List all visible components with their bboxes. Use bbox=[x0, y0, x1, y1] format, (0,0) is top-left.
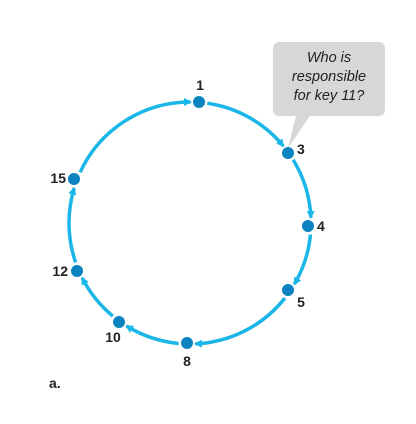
node-1 bbox=[193, 96, 205, 108]
ring-arc-15-to-1 bbox=[78, 97, 193, 174]
node-12 bbox=[71, 265, 83, 277]
ring-arc-1-to-3 bbox=[207, 101, 285, 148]
ring-arc-8-to-10 bbox=[125, 324, 179, 346]
bubble-line-3: for key 11? bbox=[294, 88, 366, 104]
ring-arc-3-to-4 bbox=[291, 158, 315, 220]
node-label-15: 15 bbox=[50, 170, 66, 186]
node-label-12: 12 bbox=[52, 263, 68, 279]
node-label-1: 1 bbox=[196, 77, 204, 93]
ring-arc-4-to-5 bbox=[292, 234, 313, 286]
node-10 bbox=[113, 316, 125, 328]
node-label-4: 4 bbox=[317, 218, 325, 234]
ring-arc-12-to-15 bbox=[67, 186, 78, 263]
node-label-5: 5 bbox=[297, 294, 305, 310]
figure-sublabel: a. bbox=[49, 375, 61, 391]
node-label-10: 10 bbox=[105, 329, 121, 345]
node-8 bbox=[181, 337, 193, 349]
node-5 bbox=[282, 284, 294, 296]
query-bubble: Who is responsible for key 11? bbox=[273, 42, 385, 148]
node-label-8: 8 bbox=[183, 353, 191, 369]
node-3 bbox=[282, 147, 294, 159]
ring-arcs bbox=[67, 97, 315, 348]
ring-nodes bbox=[68, 96, 314, 349]
bubble-shape bbox=[273, 42, 385, 148]
bubble-line-2: responsible bbox=[292, 69, 366, 85]
node-4 bbox=[302, 220, 314, 232]
ring-labels: 1 3 4 5 8 10 12 15 bbox=[50, 77, 325, 369]
ring-arc-10-to-12 bbox=[80, 276, 114, 318]
node-label-3: 3 bbox=[297, 141, 305, 157]
bubble-line-1: Who is bbox=[307, 50, 351, 66]
node-15 bbox=[68, 173, 80, 185]
ring-arc-5-to-8 bbox=[193, 297, 287, 348]
